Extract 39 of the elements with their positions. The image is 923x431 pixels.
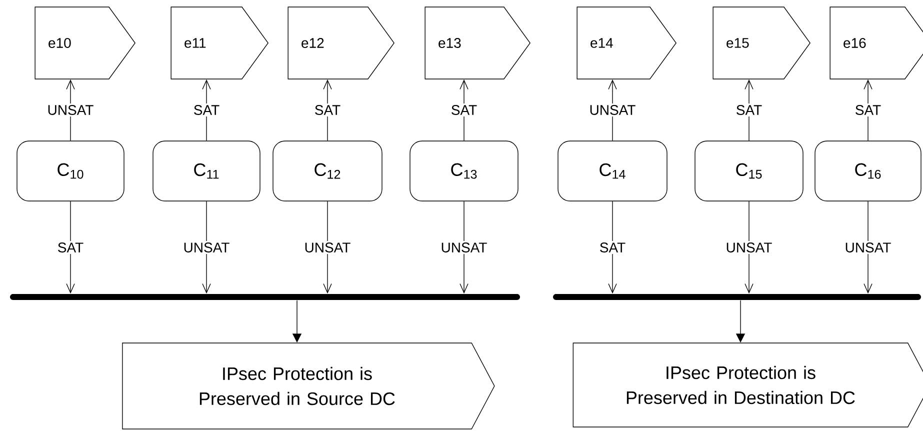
- condition-box: C$_{13}$: [410, 140, 518, 202]
- condition-box: C$_{15}$: [694, 140, 804, 202]
- condition-box: C$_{14}$: [558, 140, 668, 202]
- edge-label: SAT: [449, 104, 479, 116]
- edge-label: UNSAT: [302, 241, 352, 254]
- event-pentagon: e12: [288, 6, 395, 80]
- edge-label: UNSAT: [46, 104, 96, 116]
- arrow: [744, 201, 754, 294]
- edge-label: UNSAT: [843, 241, 893, 254]
- result-pentagon: IPsec Protection is Preserved in Source DC: [122, 342, 495, 430]
- condition-box: C$_{11}$: [152, 140, 260, 202]
- event-pentagon: e16: [830, 6, 923, 80]
- arrow: [202, 201, 211, 294]
- event-pentagon: e14: [576, 6, 677, 80]
- event-pentagon: e11: [170, 6, 269, 80]
- arrow: [864, 201, 872, 294]
- edge-label: SAT: [312, 104, 342, 116]
- condition-box: C$_{16}$: [814, 140, 922, 202]
- arrow: [608, 201, 617, 294]
- edge-label: SAT: [56, 241, 86, 254]
- edge-label: UNSAT: [439, 241, 489, 254]
- condition-box: C$_{12}$: [272, 140, 382, 202]
- edge-label: SAT: [734, 104, 764, 116]
- event-pentagon: e13: [424, 6, 531, 80]
- edge-label: SAT: [853, 104, 883, 116]
- result-pentagon: IPsec Protection is Preserved in Destination DC: [572, 342, 923, 428]
- edge-label: UNSAT: [724, 241, 774, 254]
- event-pentagon: e15: [712, 6, 811, 80]
- edge-label: SAT: [598, 241, 628, 254]
- condition-box: C$_{10}$: [16, 140, 124, 202]
- bus-bar: [553, 294, 921, 300]
- event-pentagon: e10: [34, 6, 136, 80]
- arrow: [66, 201, 75, 294]
- bus-bar: [10, 294, 520, 300]
- arrow: [460, 201, 468, 294]
- edge-label: SAT: [192, 104, 222, 116]
- arrow: [323, 201, 332, 294]
- edge-label: UNSAT: [588, 104, 638, 116]
- edge-label: UNSAT: [182, 241, 232, 254]
